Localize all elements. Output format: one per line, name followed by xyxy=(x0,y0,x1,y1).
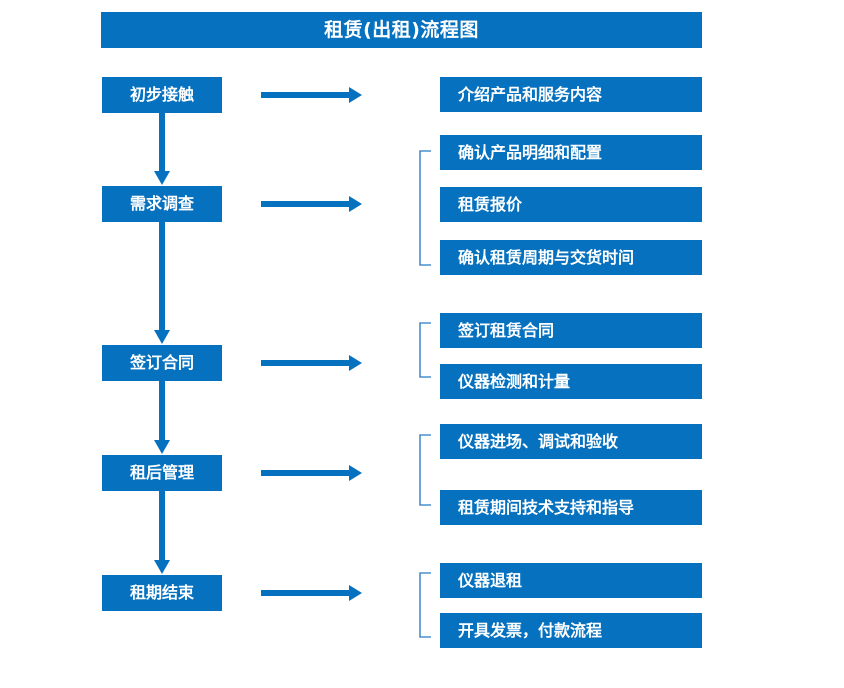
detail-box-intro-products-services[interactable]: 介绍产品和服务内容 xyxy=(440,77,702,112)
stage-box-sign-contract[interactable]: 签订合同 xyxy=(102,345,222,381)
detail-label: 确认租赁周期与交货时间 xyxy=(458,247,635,267)
detail-label: 仪器检测和计量 xyxy=(458,371,571,391)
stage-label: 初步接触 xyxy=(129,85,194,104)
stage-box-initial-contact[interactable]: 初步接触 xyxy=(102,77,222,113)
group-bracket-lease-end xyxy=(419,572,432,638)
detail-label: 介绍产品和服务内容 xyxy=(458,84,603,104)
detail-label: 租赁报价 xyxy=(458,194,523,214)
vertical-arrow-3 xyxy=(151,381,173,455)
group-bracket-sign-contract xyxy=(419,322,432,378)
detail-box-sign-rental-contract[interactable]: 签订租赁合同 xyxy=(440,313,702,348)
stage-label: 需求调查 xyxy=(129,194,194,213)
horizontal-arrow-1 xyxy=(261,84,363,106)
detail-label: 仪器进场、调试和验收 xyxy=(458,431,619,451)
detail-box-instrument-return[interactable]: 仪器退租 xyxy=(440,563,702,598)
stage-box-lease-end[interactable]: 租期结束 xyxy=(102,575,222,611)
detail-label: 确认产品明细和配置 xyxy=(458,142,603,162)
group-bracket-post-rental xyxy=(419,434,432,506)
vertical-arrow-4 xyxy=(151,491,173,575)
detail-box-invoice-payment[interactable]: 开具发票，付款流程 xyxy=(440,613,702,648)
horizontal-arrow-2 xyxy=(261,193,363,215)
vertical-arrow-1 xyxy=(151,113,173,186)
detail-label: 开具发票，付款流程 xyxy=(458,620,603,640)
stage-box-needs-survey[interactable]: 需求调查 xyxy=(102,186,222,222)
page-title: 租赁(出租)流程图 xyxy=(324,18,479,41)
diagram-title-bar: 租赁(出租)流程图 xyxy=(101,12,702,48)
stage-label: 租期结束 xyxy=(129,583,194,602)
horizontal-arrow-3 xyxy=(261,352,363,374)
stage-box-post-rental-management[interactable]: 租后管理 xyxy=(102,455,222,491)
stage-label: 租后管理 xyxy=(129,463,194,482)
group-bracket-needs-survey xyxy=(419,150,432,266)
detail-box-rental-quotation[interactable]: 租赁报价 xyxy=(440,187,702,222)
detail-label: 租赁期间技术支持和指导 xyxy=(458,497,635,517)
vertical-arrow-2 xyxy=(151,222,173,345)
horizontal-arrow-4 xyxy=(261,462,363,484)
detail-box-instrument-entry-commissioning[interactable]: 仪器进场、调试和验收 xyxy=(440,424,702,459)
detail-box-technical-support[interactable]: 租赁期间技术支持和指导 xyxy=(440,490,702,525)
horizontal-arrow-5 xyxy=(261,582,363,604)
detail-label: 仪器退租 xyxy=(458,570,523,590)
stage-label: 签订合同 xyxy=(129,353,194,372)
detail-box-confirm-period-delivery[interactable]: 确认租赁周期与交货时间 xyxy=(440,240,702,275)
detail-box-confirm-product-details[interactable]: 确认产品明细和配置 xyxy=(440,135,702,170)
detail-label: 签订租赁合同 xyxy=(458,320,555,340)
detail-box-instrument-inspection[interactable]: 仪器检测和计量 xyxy=(440,364,702,399)
